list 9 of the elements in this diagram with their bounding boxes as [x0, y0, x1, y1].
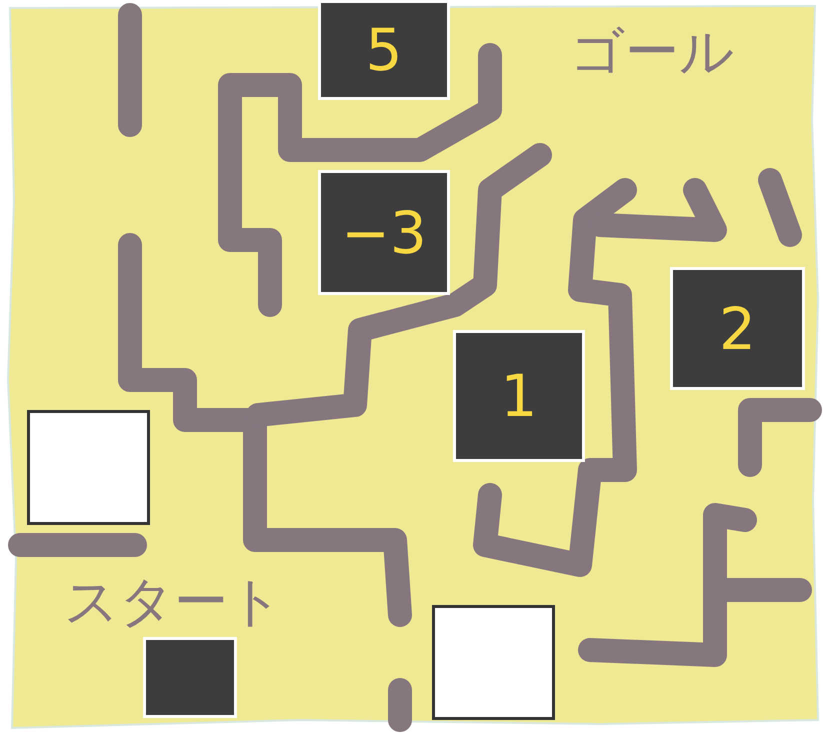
start-label: スタート — [64, 575, 283, 629]
number-box: 1 — [453, 330, 585, 462]
number-box: −3 — [318, 170, 450, 295]
number-box: 2 — [670, 267, 805, 390]
empty-box — [27, 410, 150, 525]
number-box: 5 — [318, 0, 450, 100]
goal-label: ゴール — [570, 25, 734, 79]
empty-box — [143, 637, 237, 718]
empty-box — [432, 605, 555, 720]
